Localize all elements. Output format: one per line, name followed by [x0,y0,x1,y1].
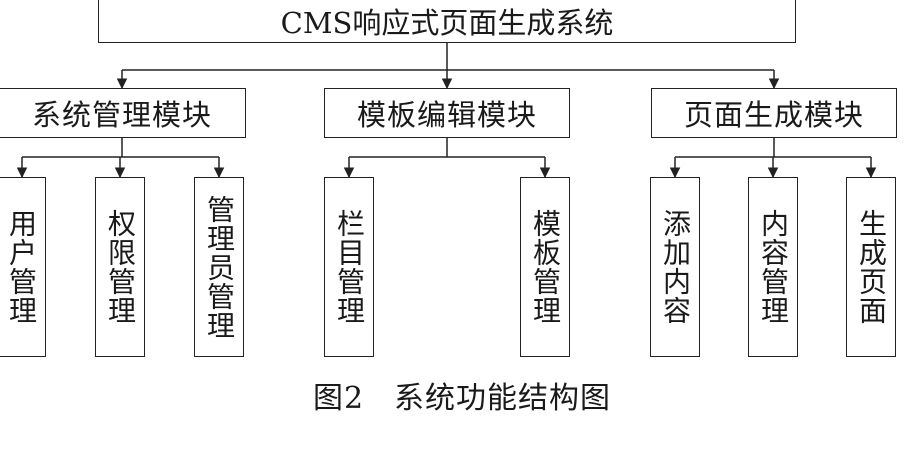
figure-number: 图2 [312,381,365,416]
leaf-template-management: 模板管理 [520,177,570,357]
leaf-column-management: 栏目管理 [324,177,374,357]
leaf-label: 模板管理 [529,209,562,325]
leaf-content-management: 内容管理 [748,177,798,357]
figure-title: 系统功能结构图 [394,381,612,416]
leaf-label: 管理员管理 [203,194,236,340]
leaf-generate-page: 生成页面 [846,177,896,357]
leaf-label: 生成页面 [855,209,888,325]
leaf-user-management: 用户管理 [0,177,46,357]
leaf-label: 栏目管理 [333,209,366,325]
module-label: 模板编辑模块 [356,98,537,132]
leaf-add-content: 添加内容 [650,177,700,357]
module-page-generation: 页面生成模块 [651,88,897,138]
module-system-management: 系统管理模块 [0,88,246,138]
leaf-label: 添加内容 [659,209,692,325]
leaf-permission-management: 权限管理 [95,177,145,357]
leaf-label: 内容管理 [757,209,790,325]
leaf-label: 权限管理 [104,209,137,325]
leaf-admin-management: 管理员管理 [194,177,244,357]
root-label: CMS响应式页面生成系统 [280,5,614,40]
leaf-label: 用户管理 [5,209,38,325]
module-label: 系统管理模块 [31,98,212,132]
module-template-editing: 模板编辑模块 [324,88,570,138]
module-label: 页面生成模块 [683,98,864,132]
figure-caption: 图2 系统功能结构图 [0,373,924,417]
root-node: CMS响应式页面生成系统 [98,0,796,43]
